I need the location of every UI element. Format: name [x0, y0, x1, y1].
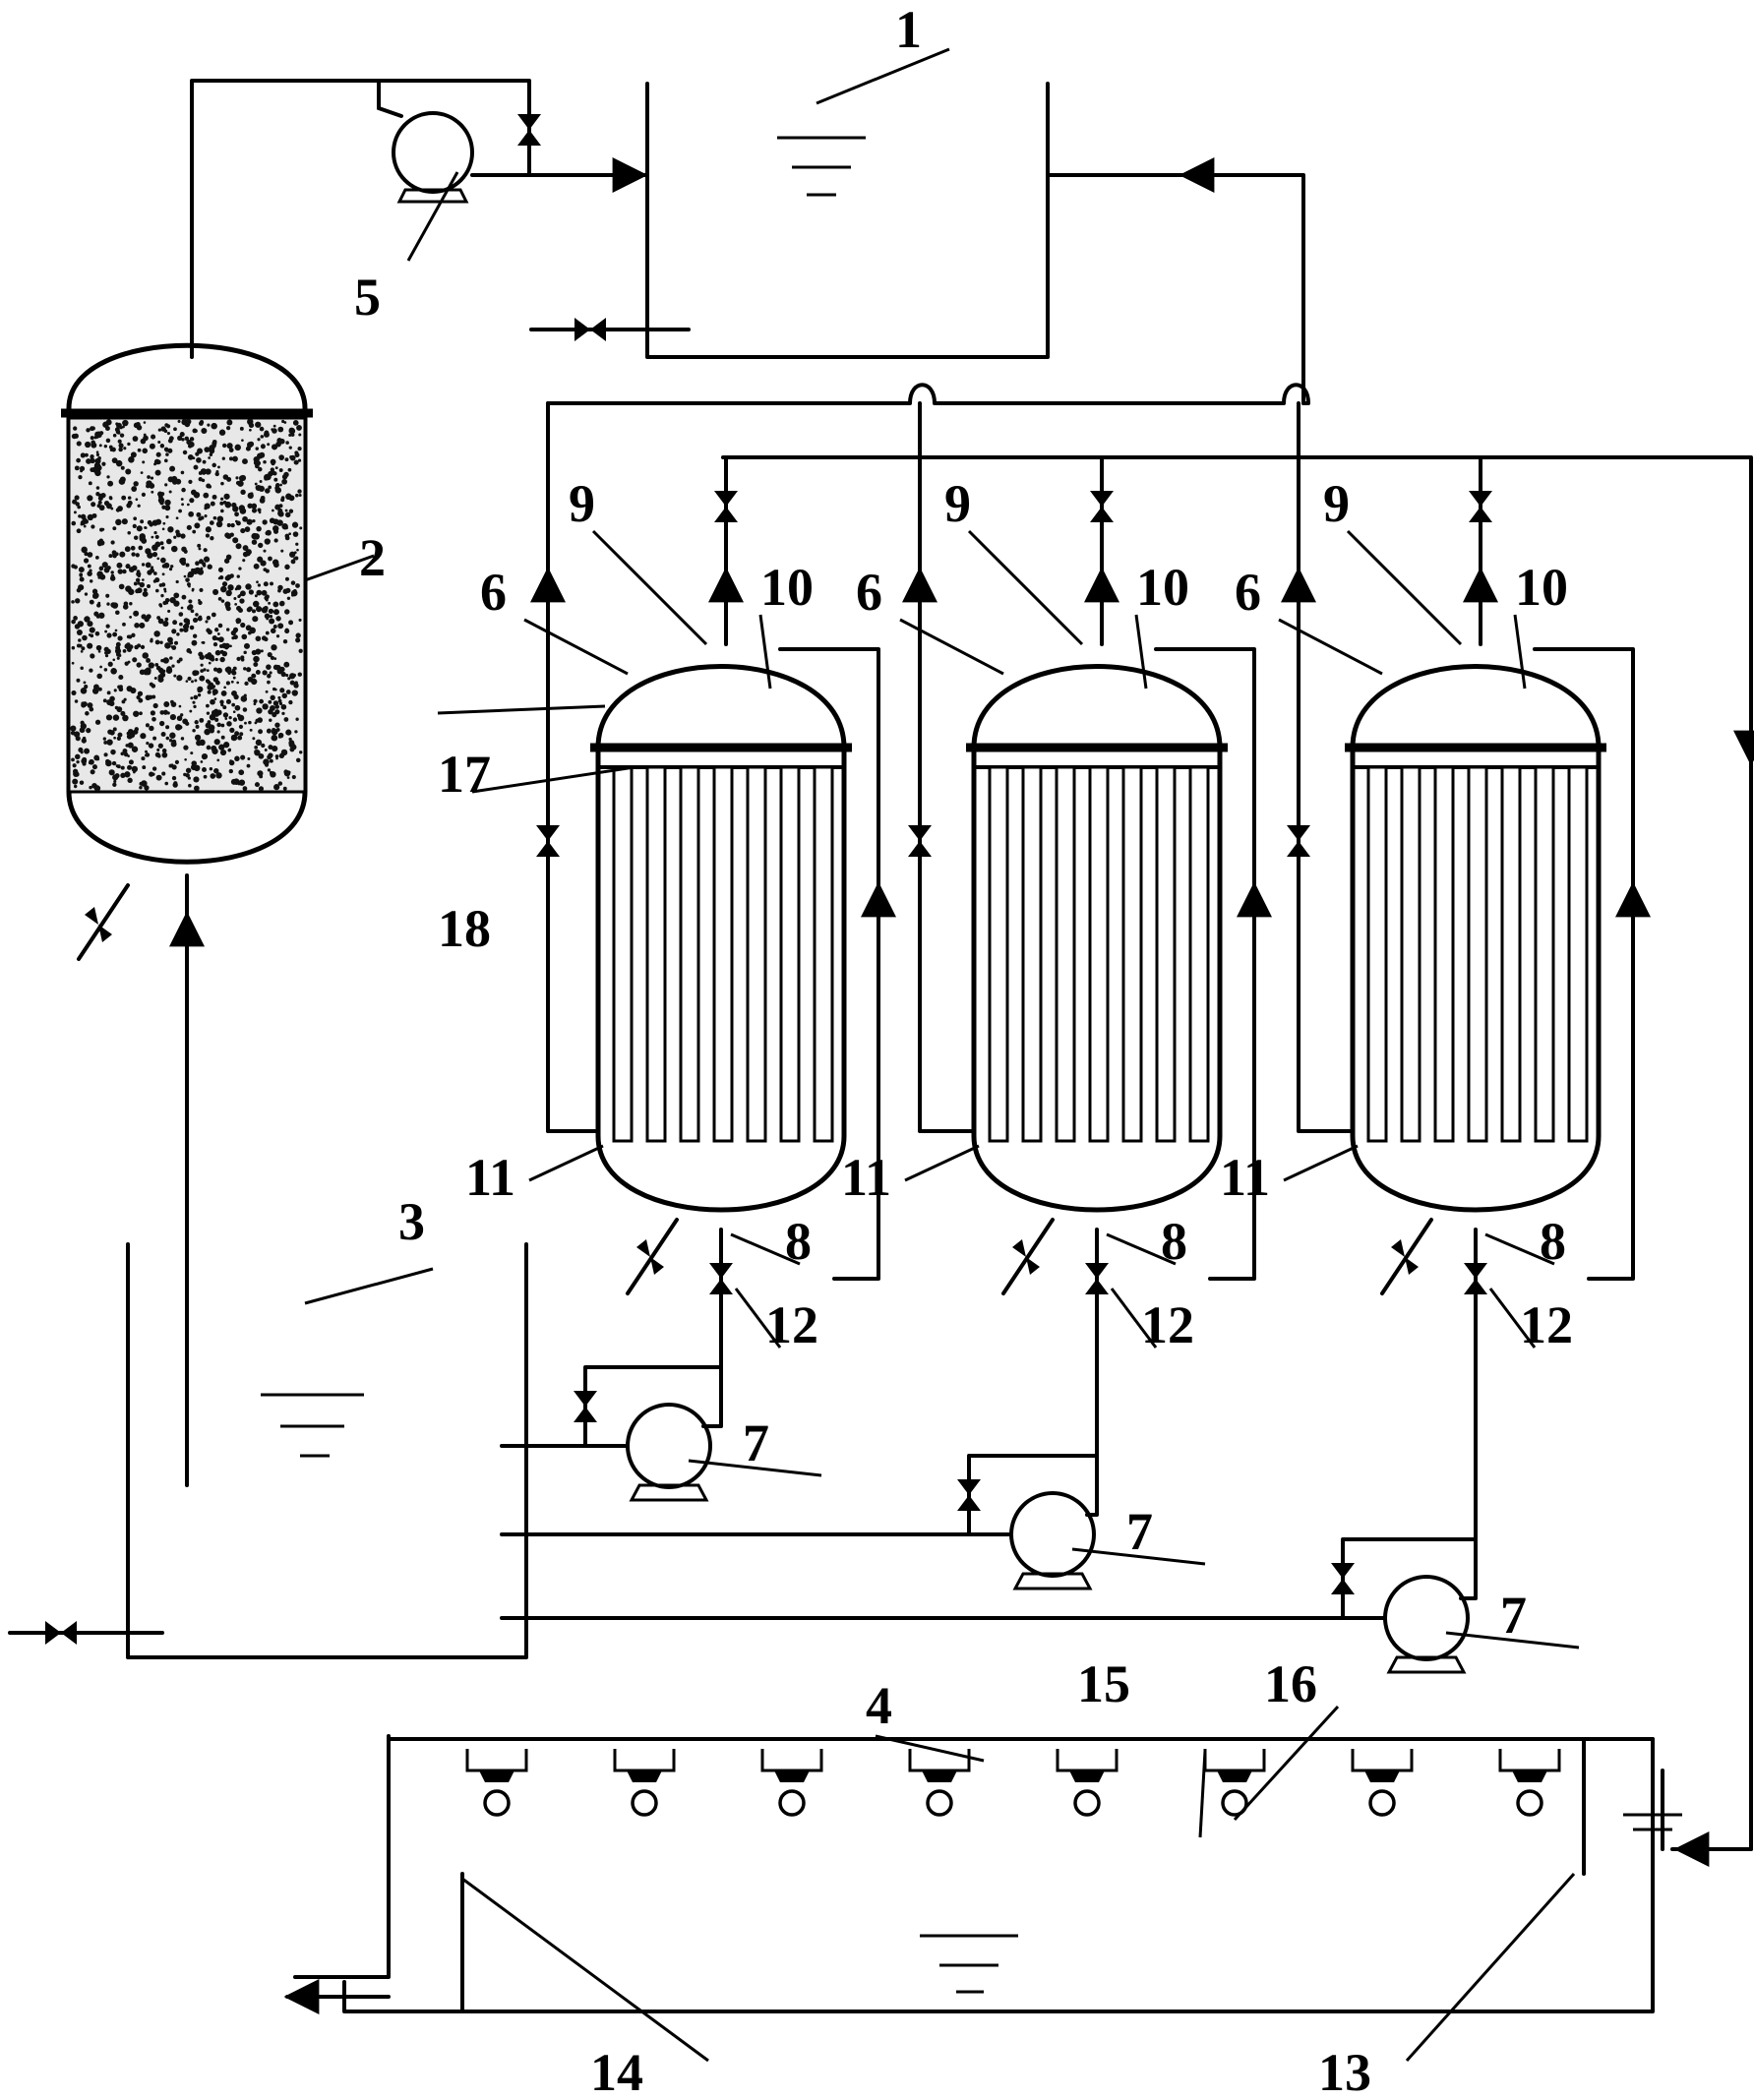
- trough-4: [283, 1734, 1753, 2014]
- leader-lines: [304, 47, 1576, 2063]
- label-4: 4: [866, 1676, 892, 1735]
- gate-valve-icon: [709, 1263, 733, 1294]
- membrane-tube: [1433, 765, 1455, 1143]
- label-9: 9: [569, 474, 595, 533]
- spray-nozzle-icon: [1351, 1749, 1414, 1817]
- tank-1: [645, 82, 1050, 359]
- label-13: 13: [1318, 2043, 1371, 2100]
- label-12: 12: [1141, 1295, 1194, 1354]
- packing-media: [70, 418, 303, 792]
- label-7: 7: [1126, 1502, 1153, 1561]
- spray-nozzle-icon: [613, 1749, 676, 1817]
- label-10: 10: [1136, 558, 1189, 617]
- label-12: 12: [1520, 1295, 1573, 1354]
- membrane-tube: [1055, 765, 1076, 1143]
- label-17: 17: [438, 745, 491, 804]
- label-10: 10: [1515, 558, 1568, 617]
- label-9: 9: [944, 474, 971, 533]
- membrane-tube: [1366, 765, 1388, 1143]
- liquid-level-icon: [261, 1393, 364, 1458]
- label-6: 6: [1235, 563, 1261, 622]
- label-3: 3: [398, 1192, 425, 1251]
- membrane-tube: [1155, 765, 1177, 1143]
- tank1-drain: [529, 318, 691, 341]
- membrane-tube: [1400, 765, 1421, 1143]
- spray-nozzle-icon: [1203, 1749, 1266, 1817]
- nozzle-row: [465, 1749, 1561, 1817]
- membrane-tube: [1467, 765, 1488, 1143]
- membrane-tube: [1121, 765, 1143, 1143]
- label-18: 18: [438, 899, 491, 958]
- centrifugal-pump-icon: [377, 106, 649, 204]
- label-14: 14: [590, 2043, 643, 2100]
- gate-valve-icon: [45, 1621, 77, 1645]
- label-5: 5: [354, 268, 381, 327]
- gate-valve-icon: [1469, 491, 1492, 522]
- label-16: 16: [1264, 1654, 1317, 1713]
- gate-valve-icon: [574, 1391, 597, 1422]
- label-11: 11: [841, 1148, 891, 1207]
- label-15: 15: [1077, 1654, 1130, 1713]
- tank-3: [126, 1242, 528, 1659]
- membrane-tube: [612, 765, 634, 1143]
- gate-valve-icon: [575, 318, 606, 341]
- gate-valve-icon: [517, 114, 541, 146]
- membrane-tube: [813, 765, 834, 1143]
- spray-nozzle-icon: [760, 1749, 823, 1817]
- membrane-tube: [1188, 765, 1210, 1143]
- gate-valve-icon: [1090, 491, 1114, 522]
- label-10: 10: [760, 558, 814, 617]
- membrane-tube: [1567, 765, 1589, 1143]
- spray-nozzle-icon: [465, 1749, 528, 1817]
- centrifugal-pump-icon: [1009, 1478, 1099, 1590]
- membrane-tube: [679, 765, 700, 1143]
- centrifugal-pump-icon: [1383, 1562, 1478, 1674]
- membrane-tube: [645, 765, 667, 1143]
- liquid-level-icon: [777, 136, 866, 197]
- column-2: [61, 342, 313, 865]
- gate-valve-icon: [1331, 1563, 1355, 1594]
- label-1: 1: [895, 0, 922, 59]
- membrane-tube: [1021, 765, 1043, 1143]
- label-11: 11: [465, 1148, 515, 1207]
- label-11: 11: [1220, 1148, 1270, 1207]
- centrifugal-pump-icon: [626, 1390, 723, 1502]
- gate-valve-icon: [1287, 825, 1310, 857]
- gate-valve-icon: [1464, 1263, 1487, 1294]
- column-drain: [77, 883, 130, 961]
- membrane-tube: [1534, 765, 1555, 1143]
- membrane-tube: [1500, 765, 1522, 1143]
- membrane-tube: [1088, 765, 1110, 1143]
- gate-valve-icon: [1085, 1263, 1109, 1294]
- membrane-tube: [988, 765, 1009, 1143]
- label-12: 12: [765, 1295, 818, 1354]
- label-9: 9: [1323, 474, 1350, 533]
- spray-nozzle-icon: [908, 1749, 971, 1817]
- spray-nozzle-icon: [1498, 1749, 1561, 1817]
- gate-valve-icon: [908, 825, 932, 857]
- label-7: 7: [1500, 1586, 1527, 1645]
- spray-nozzle-icon: [1056, 1749, 1119, 1817]
- gate-valve-icon: [714, 491, 738, 522]
- label-2: 2: [359, 528, 386, 587]
- membrane-tube: [779, 765, 801, 1143]
- label-7: 7: [743, 1413, 769, 1472]
- membrane-tube: [712, 765, 734, 1143]
- liquid-level-icon: [920, 1934, 1018, 1994]
- label-6: 6: [480, 563, 507, 622]
- membrane-tube: [746, 765, 767, 1143]
- gate-valve-icon: [957, 1479, 981, 1511]
- label-6: 6: [856, 563, 882, 622]
